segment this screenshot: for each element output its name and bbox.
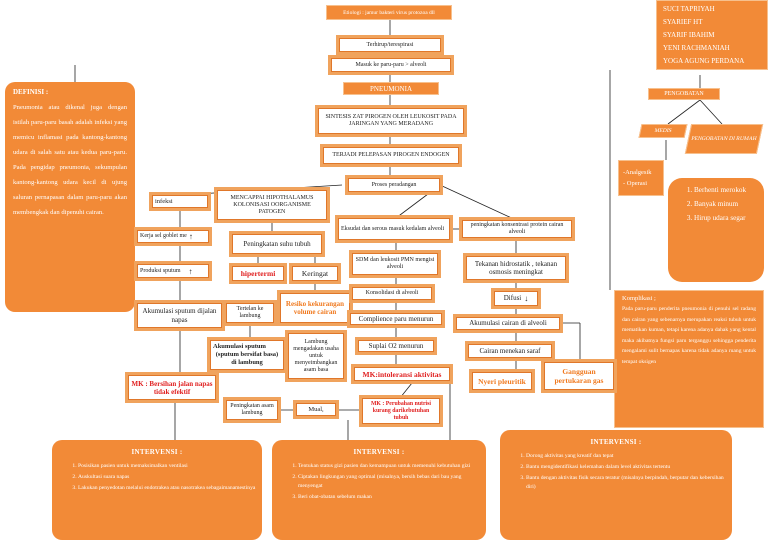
intervensi-item: Bantu mengidentifikasi kelemahan dalam l… xyxy=(526,463,726,472)
gangguan-gas-box: Gangguan pertukaran gas xyxy=(544,362,614,390)
author-list: SUCI TAPRIYAH SYARIEF HT SYARIF IBAHIM Y… xyxy=(656,0,768,70)
pengobatan-box: PENGOBATAN xyxy=(648,88,720,100)
rumah-items-panel: Berhenti merokok Banyak minum Hirup udar… xyxy=(668,178,764,282)
intervensi-title: INTERVENSI : xyxy=(131,448,183,456)
intervensi-title: INTERVENSI : xyxy=(590,438,642,446)
eksudat-box: Eksudat dan serous masuk kedalam alveoli xyxy=(338,218,450,240)
intervensi-item: Lakukan penyedotan melalui endotrakea at… xyxy=(78,484,256,493)
akumulasi-lambung-line2: (sputum bersifat basa) di lambung xyxy=(215,351,279,366)
sintesis-box: SINTESIS ZAT PIROGEN OLEH LEUKOSIT PADA … xyxy=(318,108,464,134)
rumah-item: Berhenti merokok xyxy=(694,184,758,196)
mual-box: Mual, xyxy=(296,403,336,416)
compliance-box: Complience paru menurun xyxy=(350,313,442,325)
intervensi-item: Beri obat-obatan sebelum makan xyxy=(298,493,480,502)
akumulasi-lambung-box: Akumulasi sputum (sputum bersifat basa) … xyxy=(210,340,284,370)
author-name: YOGA AGUNG PERDANA xyxy=(663,56,745,65)
kerja-sel-goblet-label: Kerja sel goblet me xyxy=(140,233,187,239)
definisi-text: Pneumonia atau dikenal juga dengan istil… xyxy=(13,104,127,216)
tekanan-hidrostatik-box: Tekanan hidrostatik , tekanan osmosis me… xyxy=(466,256,566,280)
proses-peradangan-box: Proses peradangan xyxy=(348,178,440,192)
komplikasi-text: Pada paru-paru penderita pneumonia di pe… xyxy=(622,306,756,365)
hipertermi-box: hipertermi xyxy=(232,266,284,281)
author-name: SYARIEF HT xyxy=(663,18,703,27)
konsentrasi-protein-box: peningkatan konsentrasi protein cairan a… xyxy=(462,220,572,238)
mk-bersihan-box: MK : Bersihan jalan napas tidak efektif xyxy=(128,375,216,400)
author-name: SUCI TAPRIYAH xyxy=(663,5,715,14)
produksi-sputum-label: Produksi sputum xyxy=(140,267,181,274)
masuk-alveoli-box: Masuk ke paru-paru > alveoli xyxy=(331,58,451,72)
difusi-box: Difusi ↓ xyxy=(494,291,538,306)
definisi-title: DEFINISI : xyxy=(13,88,49,96)
intervensi-item: Bantu dengan aktivitas fisik secara tera… xyxy=(526,474,726,492)
medis-items: -Analgesik - Operasi xyxy=(618,160,664,196)
intervensi-panel-1: INTERVENSI : Posisikan pasien untuk mema… xyxy=(52,440,262,540)
tertelan-box: Tertelan ke lambung xyxy=(226,303,274,323)
difusi-label: Difusi xyxy=(503,294,522,302)
rumah-item: Banyak minum xyxy=(694,198,758,210)
intervensi-item: Dorong aktivitas yang kreatif dan tepat xyxy=(526,452,726,461)
akumulasi-lambung-line1: Akumulasi sputum xyxy=(213,343,266,350)
akumulasi-sputum-box: Akumulasi sputum dijalan napas xyxy=(137,303,222,328)
arrow-up-icon: ↑ xyxy=(188,232,193,241)
intervensi-panel-2: INTERVENSI : Tentukan status gizi pasien… xyxy=(272,440,486,540)
medis-item: - Operasi xyxy=(623,180,648,187)
nyeri-pleuritik-box: Nyeri pleuritik xyxy=(472,372,532,390)
suhu-tubuh-box: Peningkatan suhu tubuh xyxy=(232,234,322,254)
pengobatan-rumah-box: PENGOBATAN DI RUMAH xyxy=(684,124,764,154)
lambung-seimbang-box: Lambung mengadakan usaha untuk menyeimba… xyxy=(288,333,344,379)
konsolidasi-box: Konsolidasi di alveoli xyxy=(352,287,432,300)
akumulasi-cairan-box: Akumulasi cairan di alveoli xyxy=(456,317,560,330)
intervensi-item: Posisikan pasien untuk memaksimalkan ven… xyxy=(78,462,256,471)
pelepasan-pirogen-box: TERJADI PELEPASAN PIROGEN ENDOGEN xyxy=(323,147,459,164)
resiko-volume-box: Resiko kekurangan volume cairan xyxy=(280,293,350,323)
komplikasi-title: Komplikasi ; xyxy=(622,295,656,302)
hipotalamus-box: MENCAPPAI HIPOTHALAMUS KOLONISASI OORGAN… xyxy=(217,190,327,220)
intervensi-item: Auskultasi suara napas xyxy=(78,473,256,482)
terhirup-box: Terhirup/terespirasi xyxy=(339,38,441,52)
intervensi-title: INTERVENSI : xyxy=(353,448,405,456)
pneumonia-box: PNEUMONIA xyxy=(343,82,439,95)
intervensi-item: Tentukan status gizi pasien dan kemampua… xyxy=(298,462,480,471)
sdm-leukosit-box: SDM dan leukosit PMN mengisi alveoli xyxy=(352,253,438,275)
author-name: YENI RACHMANIAH xyxy=(663,43,730,52)
intervensi-item: Ciptakan lingkungan yang optimal (misaln… xyxy=(298,473,480,491)
keringat-box: Keringat xyxy=(292,266,338,281)
author-name: SYARIF IBAHIM xyxy=(663,30,715,39)
infeksi-box: infeksi xyxy=(152,195,208,208)
cairan-saraf-box: Cairan menekan saraf xyxy=(468,344,552,358)
etiologi-box: Etiologi : jamur bakteri virus protozoa … xyxy=(326,5,452,20)
suplai-o2-box: Suplai O2 menurun xyxy=(358,340,434,352)
kerja-sel-goblet-box: Kerja sel goblet me ↑ xyxy=(137,230,209,243)
mk-nutrisi-box: MK : Perubahan nutrisi kurang darikebutu… xyxy=(362,398,440,424)
mk-aktivitas-box: MK:intoleransi aktivitas xyxy=(354,367,450,381)
komplikasi-panel: Komplikasi ; Pada paru-paru penderita pn… xyxy=(614,290,764,428)
medis-box: MEDIS xyxy=(638,124,688,138)
arrow-down-icon: ↓ xyxy=(524,294,529,303)
produksi-sputum-box: Produksi sputum ↑ xyxy=(137,264,209,278)
peningkatan-asam-box: Peningkatan asam lambung xyxy=(226,400,278,420)
intervensi-panel-3: INTERVENSI : Dorong aktivitas yang kreat… xyxy=(500,430,732,540)
rumah-item: Hirup udara segar xyxy=(694,212,758,224)
medis-item: -Analgesik xyxy=(623,169,652,176)
definisi-panel: DEFINISI : Pneumonia atau dikenal juga d… xyxy=(5,82,135,312)
arrow-up-icon: ↑ xyxy=(188,266,193,276)
